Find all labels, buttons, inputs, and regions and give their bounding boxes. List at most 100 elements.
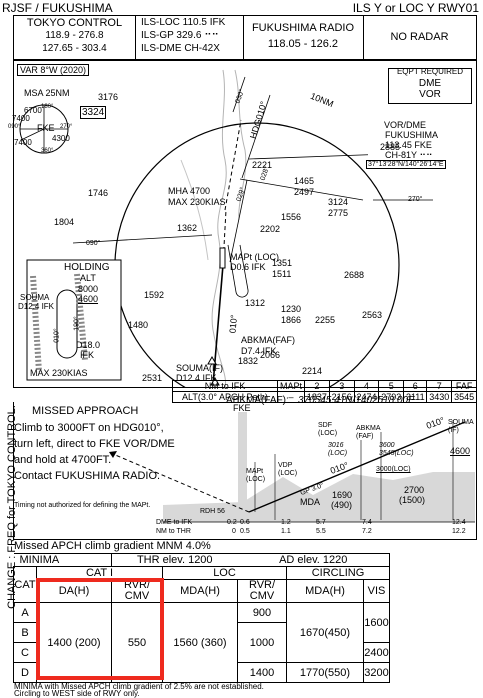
thr-3: 5.5 <box>316 528 326 535</box>
elev-1465: 1465 <box>294 176 315 186</box>
ad-elev: AD elev. 1220 <box>237 553 390 567</box>
minima-title: MINIMA <box>13 553 112 567</box>
radar-status: NO RADAR <box>390 31 449 43</box>
circling-header: CIRCLING <box>286 566 390 580</box>
elev-1866: 1866 <box>281 315 302 325</box>
elev-2688: 2688 <box>344 270 365 280</box>
abk-alt: 3600 <box>379 442 395 449</box>
mapt-profile-2: (LOC) <box>246 476 266 483</box>
souma-2: D12.4 IFK <box>176 373 217 383</box>
eqpt-vor: VOR <box>419 89 441 100</box>
nm-1: 3 <box>328 380 355 392</box>
mda-alt-1: 1690 <box>332 490 353 500</box>
thr-4: 7.2 <box>362 528 372 535</box>
elev-3124: 3124 <box>328 197 349 207</box>
elev-3324: 3324 <box>80 106 107 119</box>
minima-note-1: MINIMA with Missed APCH climb gradient o… <box>14 682 264 691</box>
msa-7400a: 7400 <box>12 114 30 123</box>
nm-6: FAF <box>451 380 477 392</box>
sdf-alt-2: (LOC) <box>328 450 348 457</box>
cat-header: CAT <box>13 566 37 603</box>
minima-table: MINIMA THR elev. 1200 AD elev. 1220 CAT … <box>13 553 390 683</box>
circ-mda-header: MDA(H) <box>286 579 364 603</box>
elev-1746: 1746 <box>88 188 109 198</box>
elev-2214: 2214 <box>302 366 323 376</box>
elev-1832: 1832 <box>238 356 259 366</box>
loc-rvr-d: 1400 <box>237 662 287 683</box>
hold-souma-2: D12.4 IFK <box>18 302 55 311</box>
elev-2497: 2497 <box>294 187 315 197</box>
abk-1: ABKMA <box>356 425 381 432</box>
vor-name: FUKUSHIMA <box>385 130 439 140</box>
mapt-profile-1: MAPt <box>246 468 264 475</box>
hold-alt: ALT <box>80 273 96 283</box>
elev-2885: 2885 <box>380 142 401 152</box>
dme-5: 12.4 <box>452 519 466 526</box>
thr-1: 0.5 <box>240 528 250 535</box>
elev-2563: 2563 <box>362 310 383 320</box>
hold-r190: 190° <box>73 316 81 331</box>
vor-coord: 37°13'28"N/140°26'14"E <box>366 160 446 169</box>
hold-d18-1: D18.0 <box>76 340 101 350</box>
elev-2775: 2775 <box>328 208 349 218</box>
nm-label: NM to IFK <box>172 380 278 392</box>
thr-label: NM to THR <box>156 528 191 535</box>
nm-2: 4 <box>353 380 380 392</box>
ils-dme: ILS-DME CH-42X <box>141 43 220 54</box>
abk-alt-2: 3545(LOC) <box>379 450 414 457</box>
dme-0: 0.2 <box>227 519 237 526</box>
climb-gradient: Missed APCH climb gradient MNM 4.0% <box>14 540 211 552</box>
mha-2: MAX 230KIAS <box>168 197 226 207</box>
elev-1511: 1511 <box>272 269 292 279</box>
alt-5: 3430 <box>426 391 453 403</box>
nm-3: 5 <box>378 380 405 392</box>
elev-1362: 1362 <box>177 223 198 233</box>
vdp-1: VDP <box>278 462 293 469</box>
mda-alt-2: (490) <box>331 500 353 510</box>
alt-2700: 2700 <box>404 485 425 495</box>
mda-profile: MDA <box>300 497 320 507</box>
change-note: CHANGE : FREQ for TOKYO CONTROL. <box>6 405 18 609</box>
alt-2: 2474 <box>353 391 380 403</box>
msa-r090: 090° <box>8 124 21 130</box>
hold-souma-1: SOUMA <box>20 293 50 302</box>
souma-profile-1: SOUMA <box>448 419 474 426</box>
procedure-title: ILS Y or LOC Y RWY01 <box>352 1 479 15</box>
cat-i-highlight <box>36 578 164 680</box>
elev-2531: 2531 <box>142 373 163 383</box>
loc-rvr-bc: 1000 <box>237 622 287 663</box>
vor-freq: 113.45 FKE <box>385 140 432 150</box>
ils-loc: ILS-LOC 110.5 IFK <box>141 17 226 28</box>
dme-3: 5.7 <box>316 519 326 526</box>
dme-2: 1.2 <box>281 519 291 526</box>
alt-3: 2793 <box>378 391 405 403</box>
hold-title: HOLDING <box>64 262 110 273</box>
control-name: TOKYO CONTROL <box>26 17 123 29</box>
cat-c: C <box>13 642 37 663</box>
circ-mda-abc: 1670(450) <box>286 602 364 663</box>
abk-2: (FAF) <box>356 433 374 440</box>
ma-line-4: Contact FUKUSHIMA RADIO. <box>14 470 161 482</box>
loc-3000: 3000(LOC) <box>376 466 411 473</box>
souma-alt: 4600 <box>450 446 471 456</box>
radio-freq: 118.05 - 126.2 <box>267 38 339 50</box>
loc-mda: 1560 (360) <box>162 602 238 683</box>
mapt-alt: – <box>277 391 305 403</box>
elev-1804: 1804 <box>54 217 75 227</box>
fke-label: FKE <box>233 403 251 413</box>
mha-1: MHA 4700 <box>168 186 211 196</box>
msa-title: MSA 25NM <box>24 88 70 98</box>
mapt-2: D0.6 IFK <box>230 262 266 272</box>
sdf-2: (LOC) <box>318 430 338 437</box>
alt-4: 3111 <box>403 391 428 403</box>
rdh: RDH 56 <box>200 508 225 515</box>
alt-6: 3545 <box>451 391 477 403</box>
msa-r270: 270° <box>60 124 73 130</box>
elev-2255: 2255 <box>315 315 336 325</box>
cat-d: D <box>13 662 37 683</box>
dme-4: 7.4 <box>362 519 372 526</box>
radial-010: 010° <box>227 314 240 334</box>
elev-1480: 1480 <box>128 320 149 330</box>
alt-1: 2156 <box>328 391 355 403</box>
souma-1: SOUMA(IF) <box>176 363 223 373</box>
